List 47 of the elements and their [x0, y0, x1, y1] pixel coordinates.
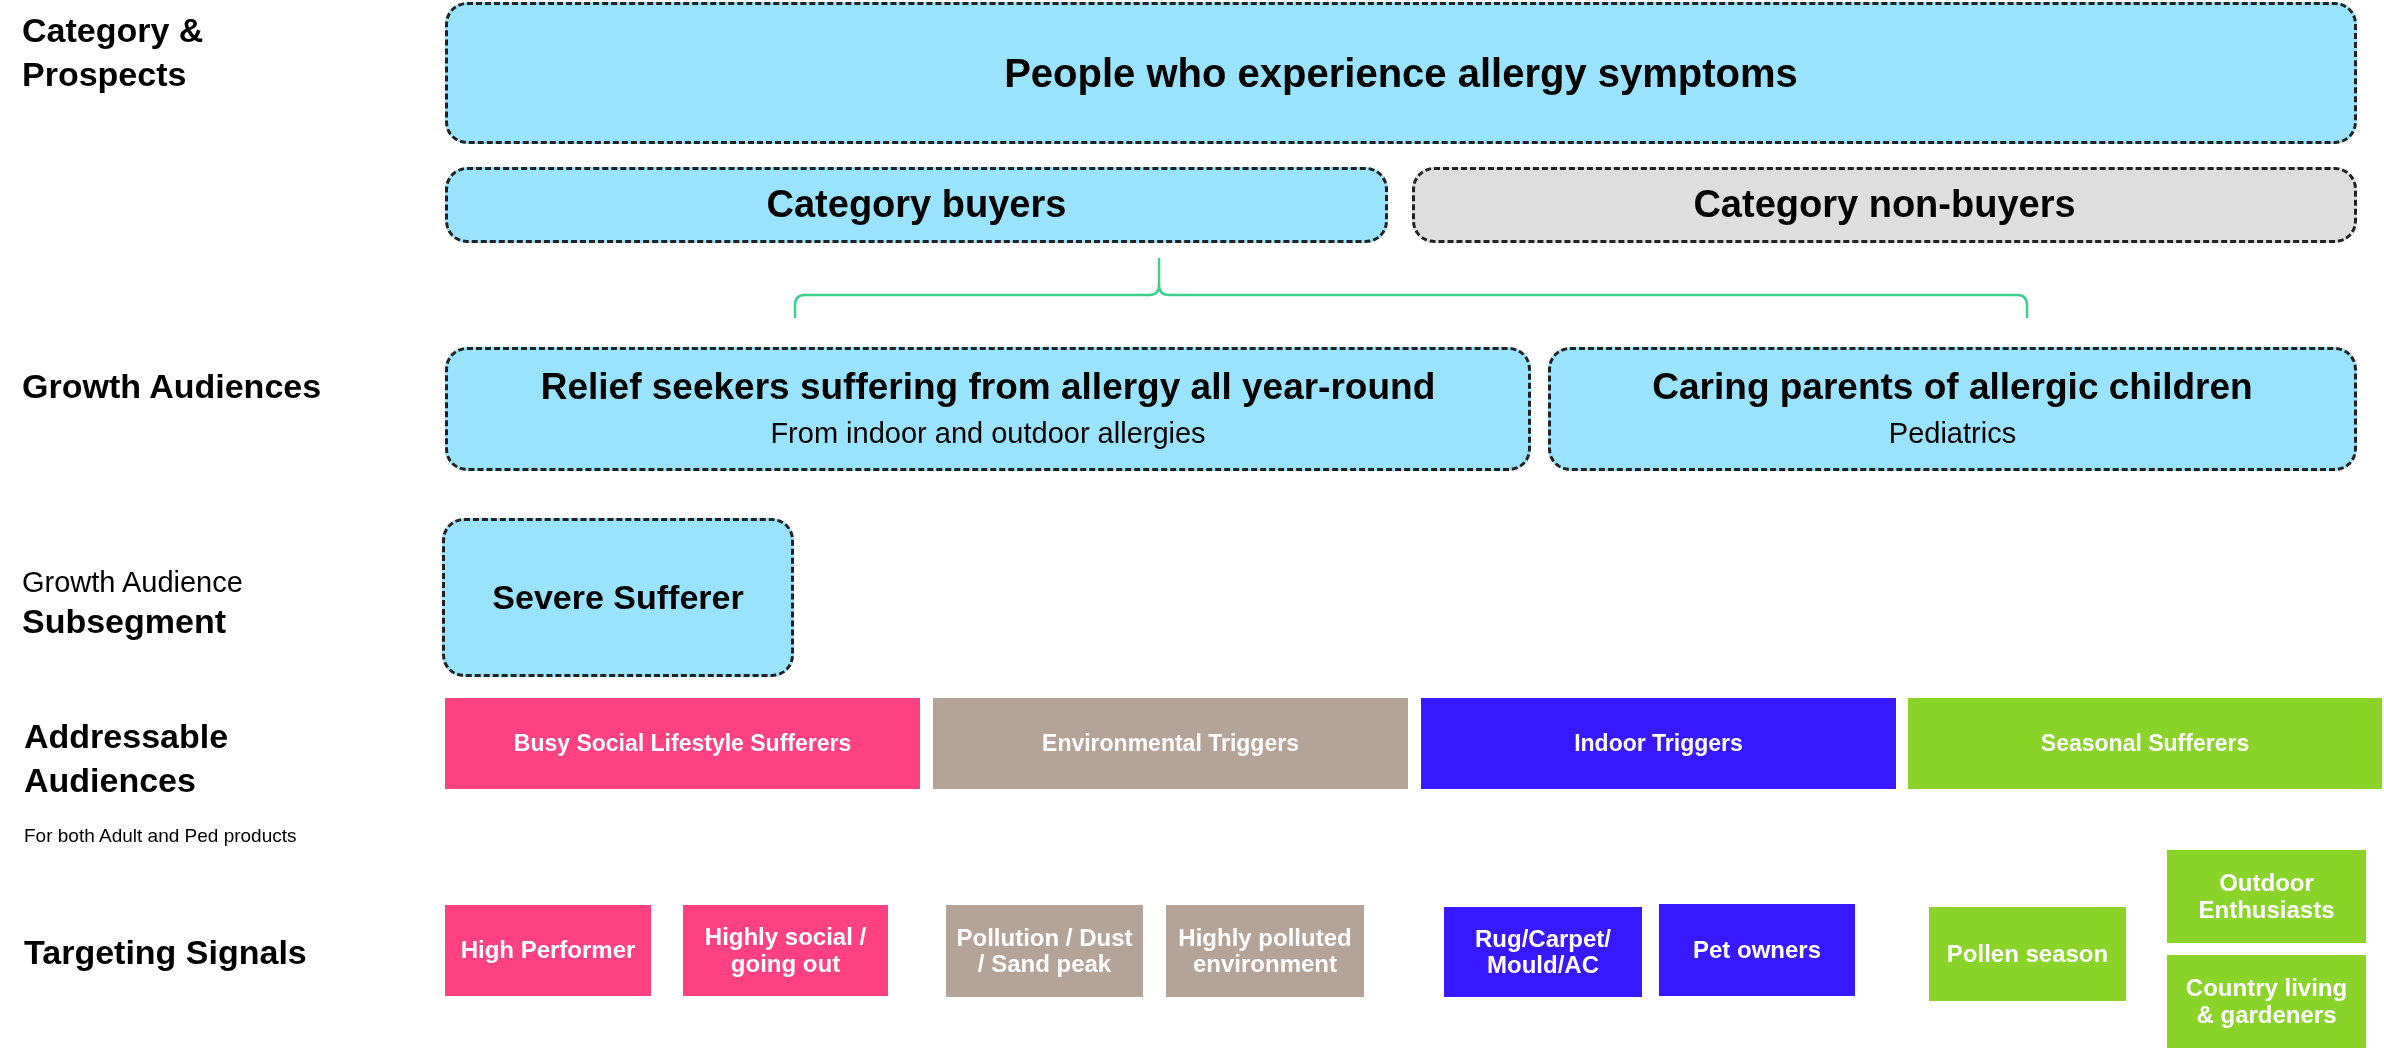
- segment-box: [2167, 955, 2366, 1048]
- box-title: Highly social / going out: [703, 924, 868, 977]
- box-title: Category buyers: [766, 184, 1067, 226]
- audience-box: [1548, 347, 2357, 471]
- segment-box: [1908, 698, 2382, 789]
- box-title: Highly polluted environment: [1177, 924, 1353, 978]
- audience-box: [442, 518, 794, 677]
- segment-box: [445, 698, 920, 789]
- box-title: People who experience allergy symptoms: [1004, 51, 1798, 95]
- row-label: Growth Audience: [22, 565, 243, 600]
- box-title: Pet owners: [1692, 936, 1821, 964]
- row-label: Targeting Signals: [24, 932, 307, 973]
- audience-box: [445, 167, 1388, 243]
- audience-box: [445, 347, 1531, 471]
- segment-box: [445, 905, 651, 996]
- row-label: For both Adult and Ped products: [24, 824, 297, 848]
- audience-box: [1412, 167, 2357, 243]
- box-title: Pollen season: [1946, 940, 2109, 968]
- box-title: Indoor Triggers: [1574, 730, 1743, 757]
- box-title: Outdoor Enthusiasts: [2197, 870, 2336, 923]
- box-title: Pollution / Dust / Sand peak: [955, 924, 1134, 978]
- box-title: Severe Sufferer: [492, 578, 744, 617]
- audience-box: [445, 2, 2357, 144]
- box-title: High Performer: [460, 937, 636, 964]
- box-title: Country living & gardeners: [2184, 975, 2349, 1028]
- row-label: Growth Audiences: [22, 366, 322, 407]
- segment-box: [2167, 850, 2366, 943]
- box-title: Relief seekers suffering from allergy all year-round: [540, 367, 1436, 408]
- segment-box: [1166, 905, 1364, 997]
- segment-box: [946, 905, 1143, 997]
- box-title: Category non-buyers: [1693, 184, 2076, 226]
- box-title: Busy Social Lifestyle Sufferers: [513, 730, 852, 757]
- row-label: Subsegment: [22, 601, 227, 642]
- segment-box: [683, 905, 888, 996]
- box-subtitle: Pediatrics: [1888, 415, 2017, 451]
- box-title: Caring parents of allergic children: [1652, 367, 2253, 408]
- segment-box: [1421, 698, 1896, 789]
- row-label: Addressable Audiences: [24, 716, 230, 801]
- segment-box: [1929, 907, 2126, 1001]
- segment-box: [1444, 907, 1642, 997]
- box-title: Seasonal Sufferers: [2040, 730, 2250, 757]
- segment-box: [1659, 904, 1855, 996]
- box-title: Environmental Triggers: [1042, 730, 1299, 757]
- box-title: Rug/Carpet/ Mould/AC: [1474, 925, 1612, 979]
- segment-box: [933, 698, 1408, 789]
- row-label: Category & Prospects: [22, 10, 205, 95]
- box-subtitle: From indoor and outdoor allergies: [770, 415, 1206, 451]
